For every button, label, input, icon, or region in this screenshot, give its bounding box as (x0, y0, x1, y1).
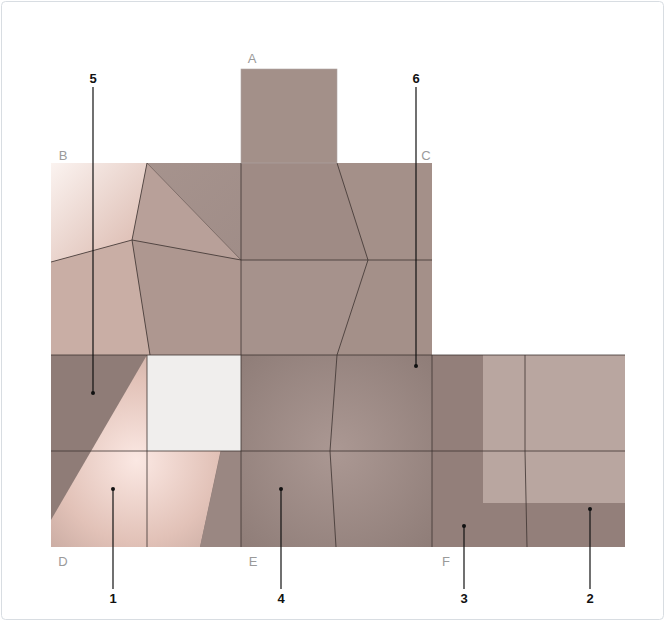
callout-number: 2 (584, 591, 595, 606)
leader-lines (93, 87, 590, 589)
panel-seams (51, 163, 625, 547)
corner-letter: A (246, 51, 259, 66)
callout-number: 6 (410, 71, 421, 86)
corner-letter: C (419, 148, 432, 163)
leader-dots (91, 364, 592, 528)
callout-number: 1 (107, 591, 118, 606)
corner-letter: D (56, 554, 69, 569)
corner-letter: F (440, 554, 452, 569)
callout-number: 3 (458, 591, 469, 606)
corner-letter: E (247, 554, 260, 569)
panel-grid (51, 69, 625, 547)
callout-number: 5 (87, 71, 98, 86)
callout-number: 4 (275, 591, 286, 606)
corner-letter: B (57, 148, 70, 163)
